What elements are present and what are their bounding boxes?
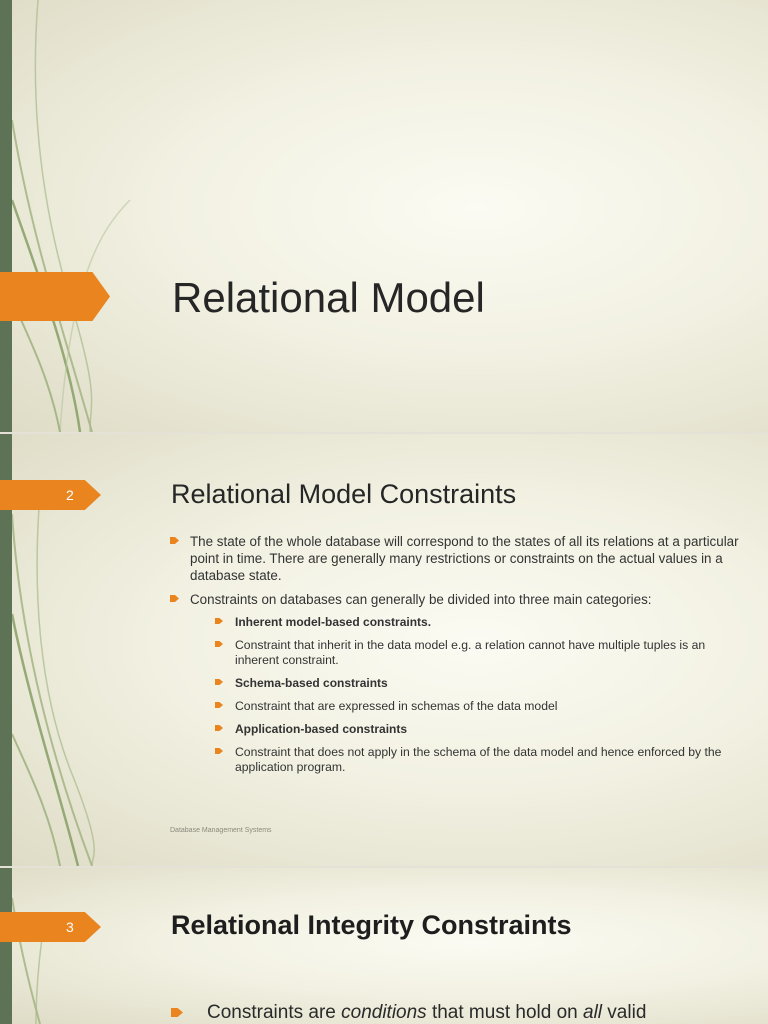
- bullet-arrow-icon: [215, 725, 223, 731]
- sub-bullet-item: Inherent model-based constraints.: [215, 615, 742, 630]
- bullet-arrow-icon: [215, 679, 223, 685]
- bullet-item: The state of the whole database will cor…: [170, 533, 742, 584]
- sub-bullet-item: Schema-based constraints: [215, 676, 742, 691]
- sub-bullet-text: Constraint that are expressed in schemas…: [235, 699, 558, 713]
- decorative-swirls: [10, 493, 95, 866]
- slide-footer: Database Management Systems: [170, 827, 272, 834]
- sub-bullet-item: Constraint that are expressed in schemas…: [215, 699, 742, 714]
- bullet-arrow-icon: [171, 1008, 183, 1017]
- bullet-text: Constraints are conditions that must hol…: [207, 1002, 647, 1023]
- slide-2: 2 Relational Model Constraints The state…: [0, 434, 768, 866]
- slide-3: 3 Relational Integrity Constraints Const…: [0, 868, 768, 1024]
- sub-bullet-list: Inherent model-based constraints. Constr…: [190, 615, 742, 775]
- bullet-item: Constraints are conditions that must hol…: [171, 1002, 646, 1024]
- bullet-text: Constraints on databases can generally b…: [190, 592, 652, 607]
- bullet-arrow-icon: [170, 595, 179, 602]
- slide-number: 3: [66, 919, 74, 935]
- bullet-arrow-icon: [170, 537, 179, 544]
- bullet-arrow-icon: [215, 748, 223, 754]
- sidebar-stripe: [0, 0, 12, 432]
- sub-bullet-text: Application-based constraints: [235, 722, 408, 736]
- bullet-arrow-icon: [215, 618, 223, 624]
- bullet-arrow-icon: [215, 702, 223, 708]
- sub-bullet-text: Constraint that does not apply in the sc…: [235, 745, 722, 774]
- bullet-text: The state of the whole database will cor…: [190, 534, 739, 583]
- slide-title: Relational Model Constraints: [171, 479, 517, 509]
- sub-bullet-item: Constraint that does not apply in the sc…: [215, 745, 742, 775]
- bullet-item: Constraints on databases can generally b…: [170, 591, 742, 775]
- slide-number-tag: 2: [0, 480, 101, 510]
- title-tag: [0, 272, 110, 321]
- slide-number-tag: 3: [0, 912, 101, 942]
- slide-1: Relational Model: [0, 0, 768, 432]
- slide-title: Relational Integrity Constraints: [171, 910, 572, 940]
- sub-bullet-text: Inherent model-based constraints.: [235, 615, 432, 629]
- sub-bullet-text: Constraint that inherit in the data mode…: [235, 638, 706, 667]
- slide-number: 2: [66, 487, 74, 503]
- sidebar-stripe: [0, 868, 12, 1024]
- sub-bullet-text: Schema-based constraints: [235, 676, 388, 690]
- decorative-swirls: [11, 897, 43, 1024]
- sidebar-stripe: [0, 434, 12, 866]
- slide-title: Relational Model: [172, 274, 485, 321]
- bullet-list: The state of the whole database will cor…: [170, 533, 742, 783]
- sub-bullet-item: Constraint that inherit in the data mode…: [215, 638, 742, 668]
- sub-bullet-item: Application-based constraints: [215, 722, 742, 737]
- bullet-arrow-icon: [215, 641, 223, 647]
- decorative-swirls: [10, 0, 131, 432]
